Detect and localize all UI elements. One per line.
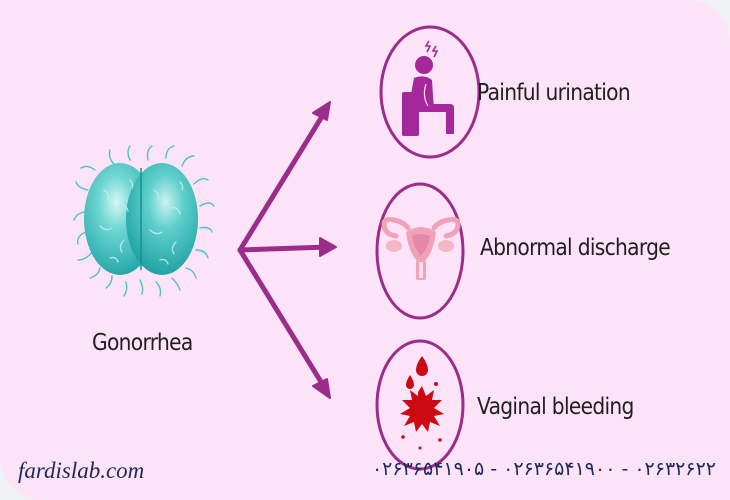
arrow-to-abnormal-discharge [237, 237, 337, 257]
uterus-icon [381, 217, 461, 280]
pain-spark-icon [424, 40, 439, 58]
symptom-label-painful-urination: Painful urination [477, 80, 631, 106]
symptom-circle-abnormal-discharge [375, 182, 465, 320]
blood-splatter-icon [400, 356, 444, 450]
symptom-label-vaginal-bleeding: Vaginal bleeding [477, 394, 634, 420]
arrow-to-painful-urination [237, 101, 331, 253]
symptom-circle-vaginal-bleeding [375, 339, 465, 471]
footer-website: fardislab.com [18, 458, 145, 483]
footer-phone-numbers: ۰۲۶۳۶۵۴۱۹۰۵ - ۰۲۶۳۶۵۴۱۹۰۰ - ۰۲۶۳۲۶۲۲ [371, 458, 716, 480]
symptom-circle-painful-urination [379, 25, 481, 159]
arrow-to-vaginal-bleeding [237, 247, 331, 399]
bacteria-icon [73, 145, 215, 297]
arrows [237, 101, 337, 399]
pathogen-label: Gonorrhea [92, 330, 193, 356]
symptom-label-abnormal-discharge: Abnormal discharge [480, 235, 671, 261]
person-on-toilet-icon [402, 56, 454, 136]
